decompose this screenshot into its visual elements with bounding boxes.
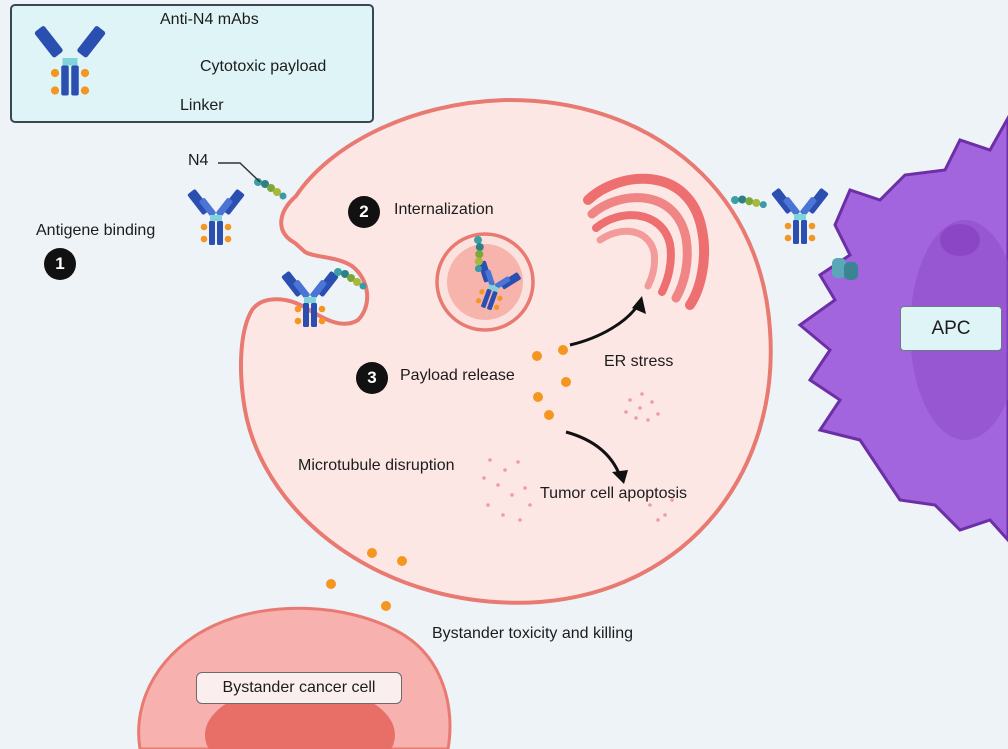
endoplasmic-reticulum [583, 173, 710, 310]
legend-linker-label: Linker [180, 97, 224, 114]
antibody-drug-conjugate-icon [187, 188, 245, 245]
legend-antibody-label: Anti-N4 mAbs [160, 11, 259, 28]
apc-label: APC [900, 306, 1002, 351]
microtubule-label: Microtubule disruption [298, 457, 455, 474]
antigen-binding-label: Antigene binding [36, 222, 156, 239]
step-2-badge: 2 [348, 196, 380, 228]
arrow-icon [569, 296, 646, 347]
er-stress-label: ER stress [604, 353, 674, 370]
n4-leader [218, 162, 261, 183]
receptor-icon [832, 258, 858, 280]
arrow-icon [565, 430, 628, 484]
apc-organelle [940, 224, 980, 256]
bystander-toxicity-label: Bystander toxicity and killing [432, 625, 633, 642]
antibody-drug-conjugate-icon [771, 187, 829, 244]
bystander-cell-label: Bystander cancer cell [196, 672, 402, 704]
payload-dots [326, 345, 571, 611]
legend-payload-label: Cytotoxic payload [200, 58, 327, 75]
step-3-badge: 3 [356, 362, 388, 394]
step-1-badge: 1 [44, 248, 76, 280]
tumor-cell [238, 97, 773, 605]
apoptosis-label: Tumor cell apoptosis [540, 485, 688, 502]
internalization-label: Internalization [394, 201, 494, 218]
n4-label: N4 [188, 152, 209, 169]
payload-release-label: Payload release [400, 367, 515, 384]
fragment-dots [482, 392, 674, 522]
